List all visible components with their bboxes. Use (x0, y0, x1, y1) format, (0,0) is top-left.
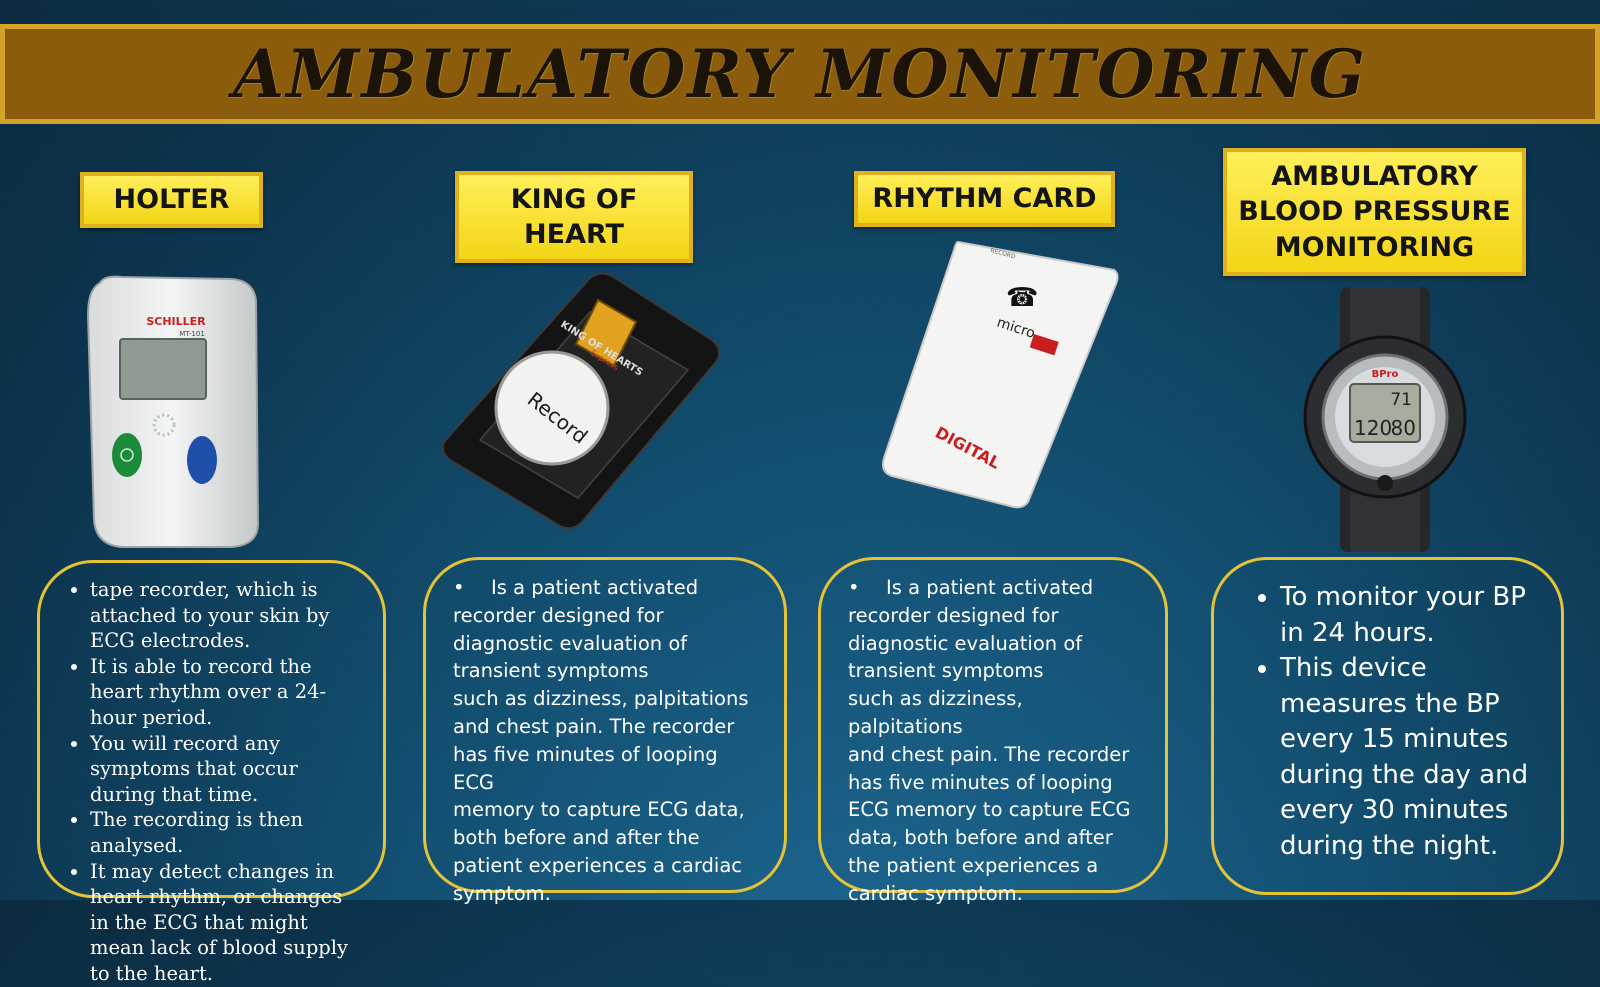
holter-model-text: MT-101 (179, 330, 205, 338)
rhythm-body-line: diagnostic evaluation of (848, 631, 1083, 655)
rhythm-body-line: transient symptoms (848, 659, 1044, 683)
rhythm-body-line: ECG memory to capture ECG (848, 798, 1131, 822)
rhythm-body-line: has five minutes of looping (848, 770, 1113, 794)
king-body-line: has five minutes of looping ECG (453, 742, 718, 794)
abpm-bullet: To monitor your BP in 24 hours. (1280, 580, 1541, 651)
king-description: • Is a patient activated recorder designe… (423, 557, 787, 905)
page-title: AMBULATORY MONITORING (233, 35, 1367, 113)
king-screen (574, 298, 638, 368)
holter-screen (119, 338, 207, 400)
holter-brand-text: SCHILLER (146, 315, 206, 328)
king-body-line: such as dizziness, palpitations (453, 687, 749, 711)
label-rhythm-card: RHYTHM CARD (854, 171, 1115, 227)
rhythm-bullet-lead: Is a patient activated (886, 576, 1094, 599)
bp-watch-brand: BPro (1372, 369, 1399, 380)
rhythm-body-line: recorder designed for (848, 603, 1059, 627)
rhythm-description: • Is a patient activated recorder designe… (818, 557, 1168, 905)
abpm-bullet-list: To monitor your BP in 24 hours. This dev… (1244, 580, 1541, 864)
label-abpm: AMBULATORY BLOOD PRESSURE MONITORING (1223, 148, 1526, 276)
title-banner: AMBULATORY MONITORING (0, 24, 1600, 124)
holter-bullet-list: tape recorder, which is attached to your… (66, 577, 359, 987)
holter-green-button (112, 433, 142, 477)
holter-speaker (152, 413, 176, 437)
label-rhythm-text: RHYTHM CARD (872, 183, 1097, 215)
king-of-hearts-recorder-image: KING OF HEARTS Express Record (441, 272, 721, 530)
bp-watch-reading-top: 71 (1390, 390, 1412, 410)
king-record-button (494, 350, 610, 466)
rhythm-body-line: the patient experiences a (848, 853, 1099, 877)
rhythm-phone-icon: ☎ (1006, 283, 1038, 313)
label-king-of-heart: KING OF HEART (455, 171, 693, 263)
holter-bullet: The recording is then analysed. (90, 807, 359, 858)
bp-watch-reading-right: 80 (1391, 416, 1416, 440)
king-body-line: both before and after the (453, 826, 700, 850)
king-body-line: transient symptoms (453, 659, 649, 683)
king-body-line: diagnostic evaluation of (453, 631, 688, 655)
king-body-line: patient experiences a cardiac (453, 853, 742, 877)
abpm-bullet: This device measures the BP every 15 min… (1280, 651, 1541, 864)
holter-monitor-image: SCHILLER MT-101 (86, 275, 260, 548)
bullet-icon: • (453, 576, 465, 599)
king-bullet-line: • Is a patient activated (453, 574, 760, 602)
label-abpm-line1: AMBULATORY (1271, 161, 1478, 193)
holter-bullet: It is able to record the heart rhythm ov… (90, 654, 359, 731)
rhythm-body-line: and chest pain. The recorder (848, 742, 1130, 766)
bp-watch-display (1349, 383, 1421, 443)
rhythm-body-line: such as dizziness, palpitations (848, 687, 1023, 738)
king-body-line: and chest pain. The recorder (453, 714, 735, 738)
rhythm-body-line: cardiac symptom. (848, 881, 1023, 905)
holter-bullet: It may detect changes in heart rhythm, o… (90, 859, 359, 987)
label-king-line2: HEART (524, 219, 624, 250)
king-bullet-lead: Is a patient activated (491, 576, 699, 599)
label-abpm-line2: BLOOD PRESSURE (1238, 196, 1511, 228)
king-body-line: symptom. (453, 881, 551, 905)
king-body-line: recorder designed for (453, 603, 664, 627)
holter-bullet: tape recorder, which is attached to your… (90, 577, 359, 654)
label-holter: HOLTER (80, 172, 263, 228)
holter-bullet: You will record any symptoms that occur … (90, 731, 359, 808)
label-king-line1: KING OF (510, 183, 638, 215)
label-abpm-line3: MONITORING (1274, 231, 1475, 263)
rhythm-body-line: data, both before and after (848, 826, 1113, 850)
rhythm-brand-badge (1029, 334, 1059, 356)
rhythm-card-image: RECORD ☎ micro DIGITAL (882, 240, 1119, 509)
king-body-line: memory to capture ECG data, (453, 798, 745, 822)
abpm-description: To monitor your BP in 24 hours. This dev… (1211, 557, 1564, 895)
bp-watch-reading-left: 120 (1354, 416, 1392, 440)
holter-description: tape recorder, which is attached to your… (37, 560, 386, 985)
label-holter-text: HOLTER (113, 184, 230, 216)
bullet-icon: • (848, 576, 860, 599)
rhythm-bullet-line: • Is a patient activated (848, 574, 1141, 602)
holter-blue-button (187, 436, 217, 484)
bp-watch-image: BPro 71 120 80 (1303, 287, 1467, 552)
